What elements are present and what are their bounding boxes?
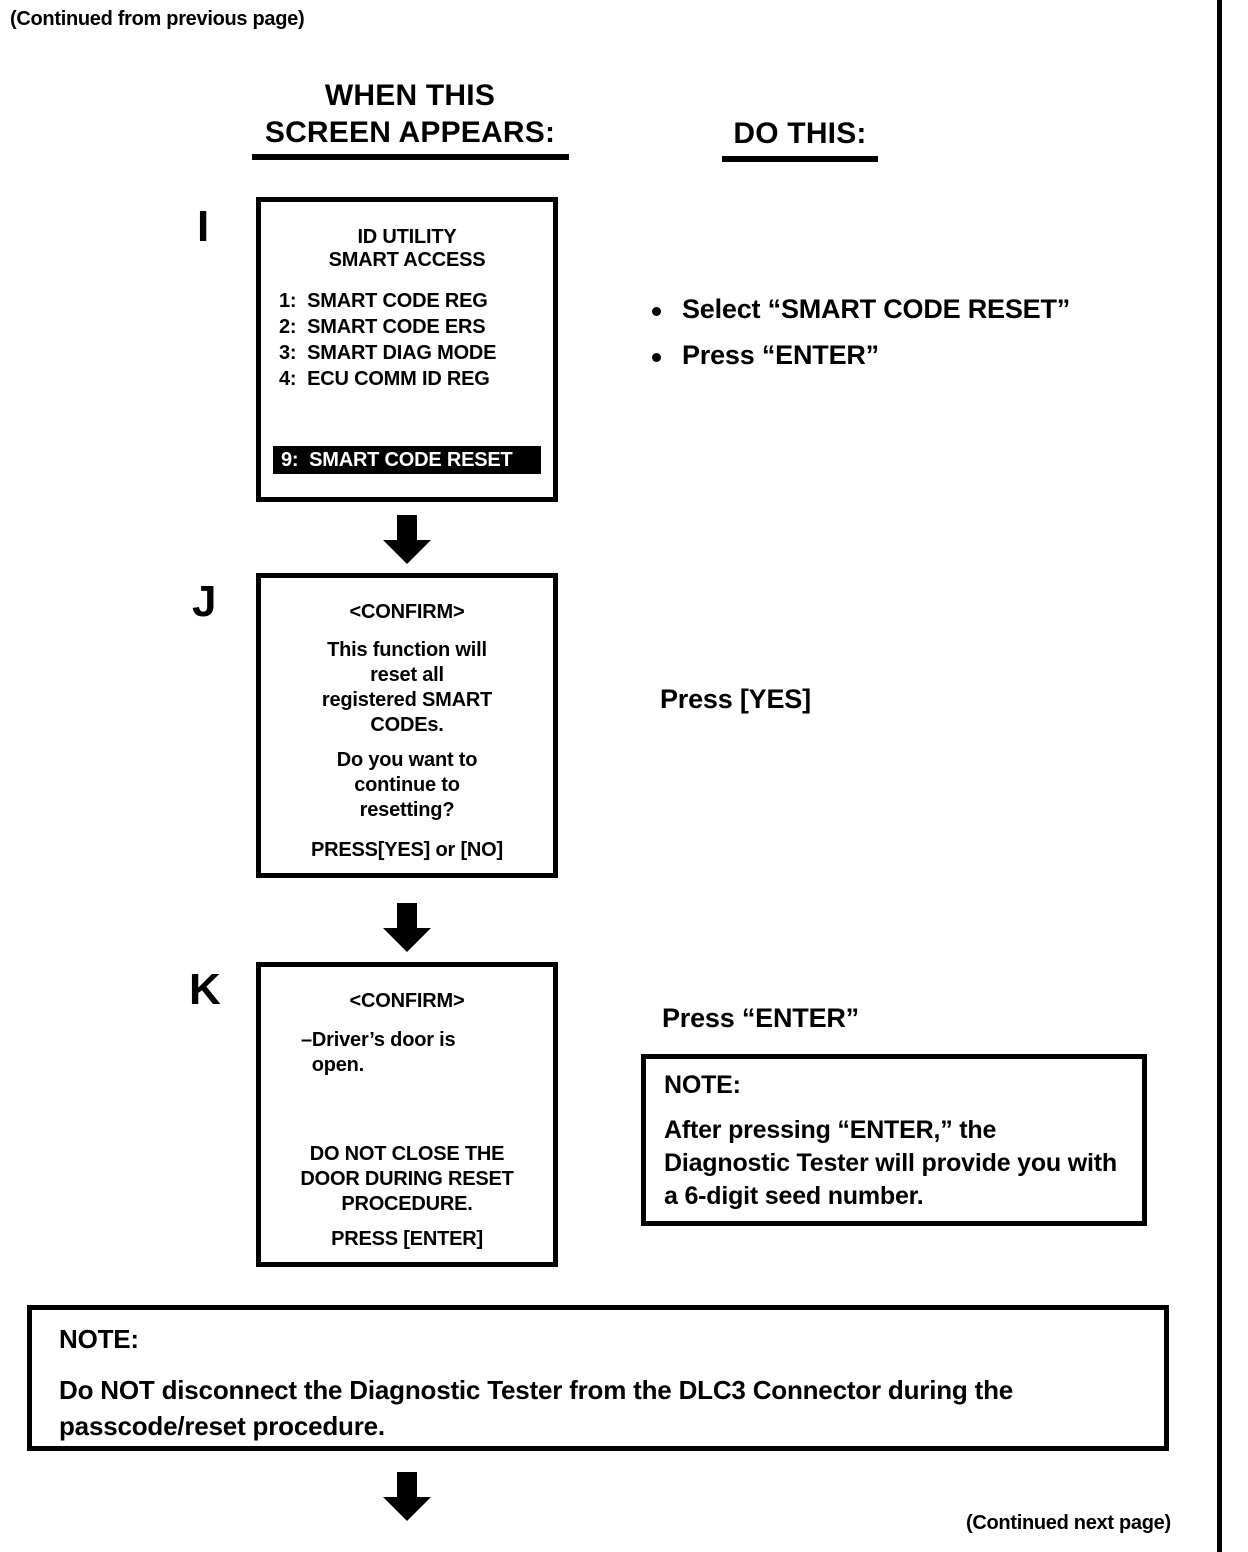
bullet-dot-icon — [652, 307, 661, 316]
screen-j-body-line3: registered SMART — [321, 689, 493, 711]
screen-i-menu-item-2[interactable]: 2: SMART CODE ERS — [279, 316, 486, 338]
step-i-action-1: Select “SMART CODE RESET” — [648, 294, 1070, 325]
screen-j-header: <CONFIRM> — [349, 601, 465, 623]
note-side-title: NOTE: — [664, 1071, 741, 1099]
note-bottom-body: Do NOT disconnect the Diagnostic Tester … — [59, 1375, 1014, 1441]
screen-j-body-line4: CODEs. — [370, 714, 444, 736]
screen-k-status-line1: –Driver’s door is — [301, 1029, 456, 1051]
screen-i-menu-item-3[interactable]: 3: SMART DIAG MODE — [279, 342, 497, 364]
column-heading-when-screen-appears: WHEN THIS SCREEN APPEARS: — [210, 78, 610, 161]
step-i-action-2-text: Press “ENTER” — [682, 340, 879, 370]
screen-j-question-line1: Do you want to — [336, 749, 478, 771]
step-letter-i: I — [197, 202, 210, 251]
step-i-action-1-text: Select “SMART CODE RESET” — [682, 294, 1071, 324]
step-i-action-2: Press “ENTER” — [648, 340, 1070, 371]
note-box-seed-number: NOTE: After pressing “ENTER,” the Diagno… — [641, 1054, 1147, 1226]
screen-i-title-line1: ID UTILITY — [357, 226, 457, 248]
column-heading-line2: SCREEN APPEARS: — [264, 115, 556, 149]
step-letter-j: J — [192, 577, 217, 626]
column-heading-do-this: DO THIS: — [630, 116, 970, 162]
bullet-dot-icon — [652, 353, 661, 362]
column-heading-line1: WHEN THIS — [324, 79, 496, 112]
screen-box-k: <CONFIRM> –Driver’s door is open. DO NOT… — [256, 962, 558, 1267]
flow-arrow-down-icon — [380, 903, 434, 953]
heading-underline — [722, 155, 878, 162]
heading-underline — [251, 154, 569, 161]
column-heading-right-text: DO THIS: — [733, 117, 867, 150]
page-border-rule — [1217, 0, 1222, 1552]
continued-from-previous-page: (Continued from previous page) — [10, 8, 305, 30]
screen-j-footer: PRESS[YES] or [NO] — [311, 839, 503, 861]
note-bottom-title: NOTE: — [59, 1324, 139, 1354]
step-k-action: Press “ENTER” — [662, 1003, 859, 1033]
screen-k-status-line2: open. — [301, 1054, 365, 1076]
screen-box-i: ID UTILITY SMART ACCESS 1: SMART CODE RE… — [256, 197, 558, 502]
step-letter-k: K — [189, 965, 221, 1014]
flow-arrow-down-icon — [380, 515, 434, 565]
continued-next-page: (Continued next page) — [966, 1512, 1171, 1534]
step-j-action: Press [YES] — [660, 684, 811, 714]
screen-i-title-line2: SMART ACCESS — [328, 249, 486, 271]
screen-k-warning-line3: PROCEDURE. — [341, 1193, 473, 1215]
step-i-actions: Select “SMART CODE RESET” Press “ENTER” — [648, 294, 1070, 386]
screen-j-body-line2: reset all — [370, 664, 444, 686]
screen-k-warning-line2: DOOR DURING RESET — [300, 1168, 514, 1190]
flow-arrow-down-icon — [380, 1472, 434, 1522]
screen-i-menu-item-1[interactable]: 1: SMART CODE REG — [279, 290, 488, 312]
screen-i-menu-item-4[interactable]: 4: ECU COMM ID REG — [279, 368, 490, 390]
screen-j-question-line2: continue to — [354, 774, 460, 796]
screen-k-header: <CONFIRM> — [349, 990, 465, 1012]
screen-k-warning-line1: DO NOT CLOSE THE — [309, 1143, 505, 1165]
screen-j-question-line3: resetting? — [359, 799, 455, 821]
screen-i-menu-item-9-selected[interactable]: 9: SMART CODE RESET — [273, 446, 541, 474]
note-box-do-not-disconnect: NOTE: Do NOT disconnect the Diagnostic T… — [27, 1305, 1169, 1451]
screen-box-j: <CONFIRM> This function will reset all r… — [256, 573, 558, 878]
note-side-body: After pressing “ENTER,” the Diagnostic T… — [664, 1116, 1117, 1210]
screen-k-footer: PRESS [ENTER] — [331, 1228, 483, 1250]
screen-j-body-line1: This function will — [327, 639, 487, 661]
